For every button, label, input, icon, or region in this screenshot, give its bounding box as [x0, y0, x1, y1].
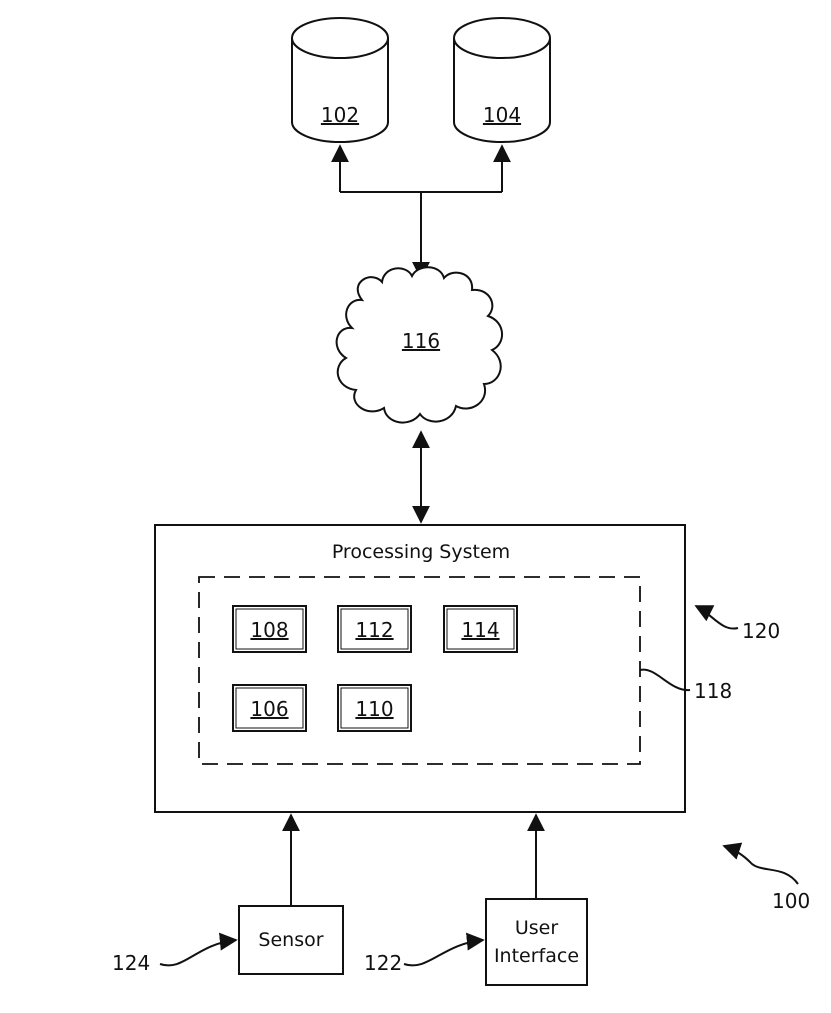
sensor-label: Sensor	[258, 929, 323, 951]
ref-124-label: 124	[112, 951, 150, 975]
module-label: 110	[355, 697, 393, 721]
database-label: 102	[321, 103, 359, 127]
ref-100-label: 100	[772, 889, 810, 913]
database-label: 104	[483, 103, 521, 127]
module-108: 108	[232, 605, 307, 653]
module-label: 114	[461, 618, 499, 642]
database-102: 102	[291, 17, 389, 143]
network-label: 116	[402, 329, 440, 353]
ref-100-leader: 100	[722, 842, 810, 913]
module-112: 112	[337, 605, 412, 653]
ref-120-label: 120	[742, 619, 780, 643]
network-cloud-116: 116	[335, 266, 503, 424]
module-106: 106	[232, 684, 307, 732]
module-label: 108	[250, 618, 288, 642]
database-connector	[331, 144, 511, 280]
module-label: 112	[355, 618, 393, 642]
memory-region-118	[198, 576, 641, 765]
processing-system-title: Processing System	[332, 541, 510, 563]
user-interface-label-line2: Interface	[494, 945, 579, 967]
ref-118-label: 118	[694, 679, 732, 703]
ref-122-leader: 122	[364, 932, 485, 975]
ref-118-leader: 118	[639, 668, 732, 703]
ref-122-label: 122	[364, 951, 402, 975]
module-label: 106	[250, 697, 288, 721]
user-interface-label-line1: User	[515, 917, 558, 939]
module-110: 110	[337, 684, 412, 732]
user-interface-box: User Interface	[485, 898, 588, 986]
ref-124-leader: 124	[112, 932, 238, 975]
database-104: 104	[453, 17, 551, 143]
sensor-box: Sensor	[238, 905, 344, 975]
processing-system-120: Processing System 108 112 114 106 110	[154, 524, 686, 813]
module-114: 114	[443, 605, 518, 653]
ref-120-leader: 120	[694, 605, 780, 643]
